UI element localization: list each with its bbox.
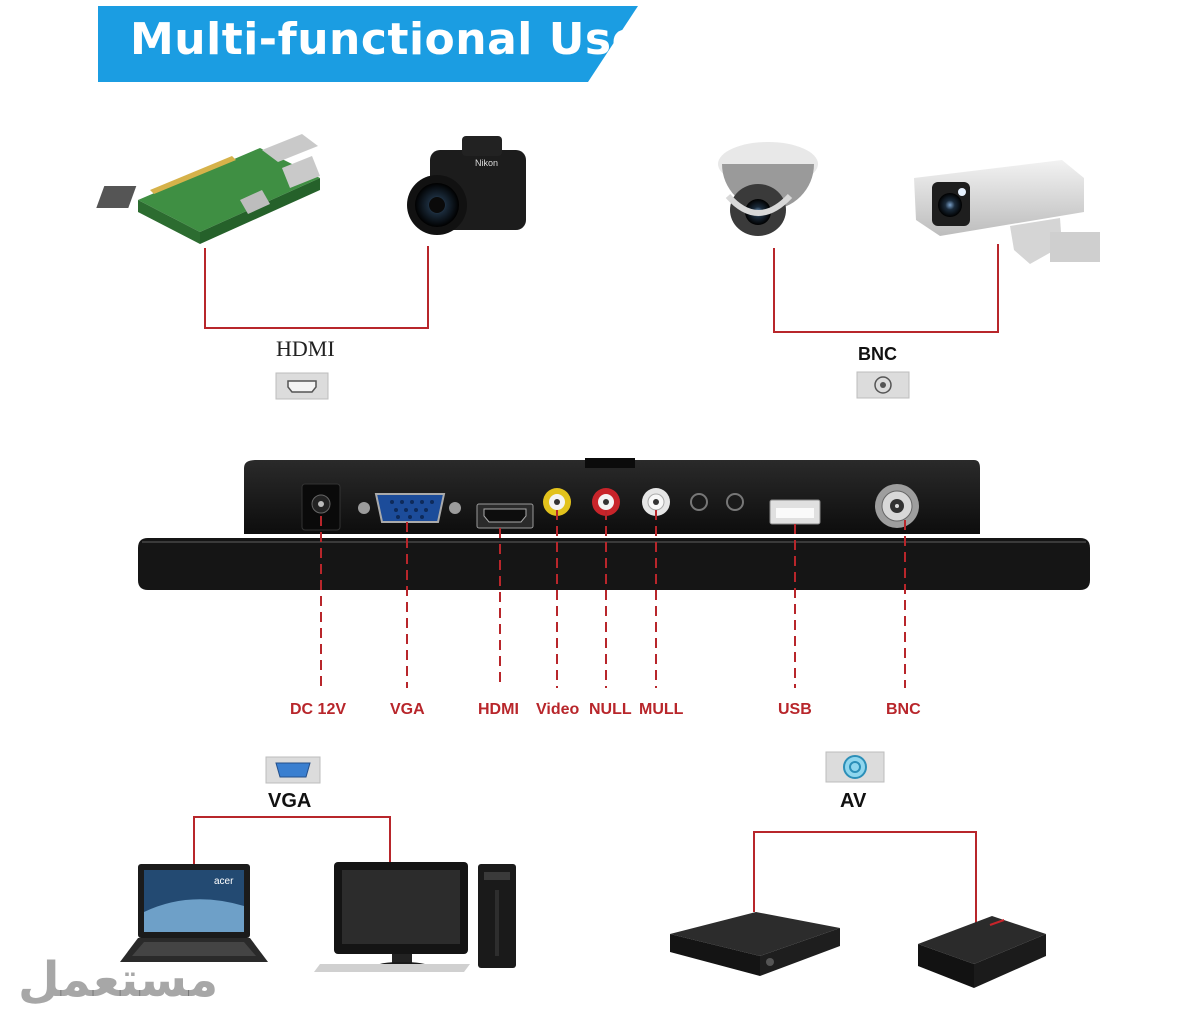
banner-title: Multi-functional Use: [130, 14, 642, 65]
bnc-group-line: [773, 244, 999, 333]
camera-brand: Nikon: [475, 158, 498, 168]
bullet-camera: [914, 160, 1100, 264]
bnc-group-label: BNC: [858, 344, 897, 364]
monitor-rear-panel: [138, 458, 1090, 590]
hdmi-group-line: [204, 246, 429, 329]
vga-port-icon: [265, 756, 321, 784]
hdmi-port-icon: [275, 372, 329, 400]
dome-camera: [718, 142, 818, 236]
raspberry-pi-board: [96, 134, 320, 244]
hdmi-group-label: HDMI: [276, 336, 335, 361]
port-label-mull: MULL: [639, 701, 684, 718]
av-group-line: [753, 831, 977, 928]
port-leader-lines: [320, 510, 906, 688]
av-port-icon: [825, 751, 885, 783]
port-label-video: Video: [536, 701, 580, 718]
port-label-usb: USB: [778, 701, 812, 718]
vga-group-label: VGA: [268, 790, 312, 812]
port-label-null: NULL: [589, 701, 632, 718]
laptop-brand: acer: [214, 876, 234, 887]
tv-box: [918, 916, 1046, 988]
bnc-port-icon: [856, 371, 910, 399]
desktop-computer: [314, 862, 516, 972]
port-label-hdmi: HDMI: [478, 701, 519, 718]
laptop: acer: [120, 864, 268, 962]
dvd-player: [670, 912, 840, 976]
port-label-bnc: BNC: [886, 701, 921, 718]
port-label-vga: VGA: [390, 701, 425, 718]
dslr-camera: Nikon: [407, 136, 526, 235]
watermark: مستعمل: [18, 952, 219, 1008]
port-label-dc: DC 12V: [290, 701, 347, 718]
av-group-label: AV: [840, 790, 867, 812]
vga-group-line: [193, 816, 391, 864]
title-banner: [98, 6, 638, 82]
